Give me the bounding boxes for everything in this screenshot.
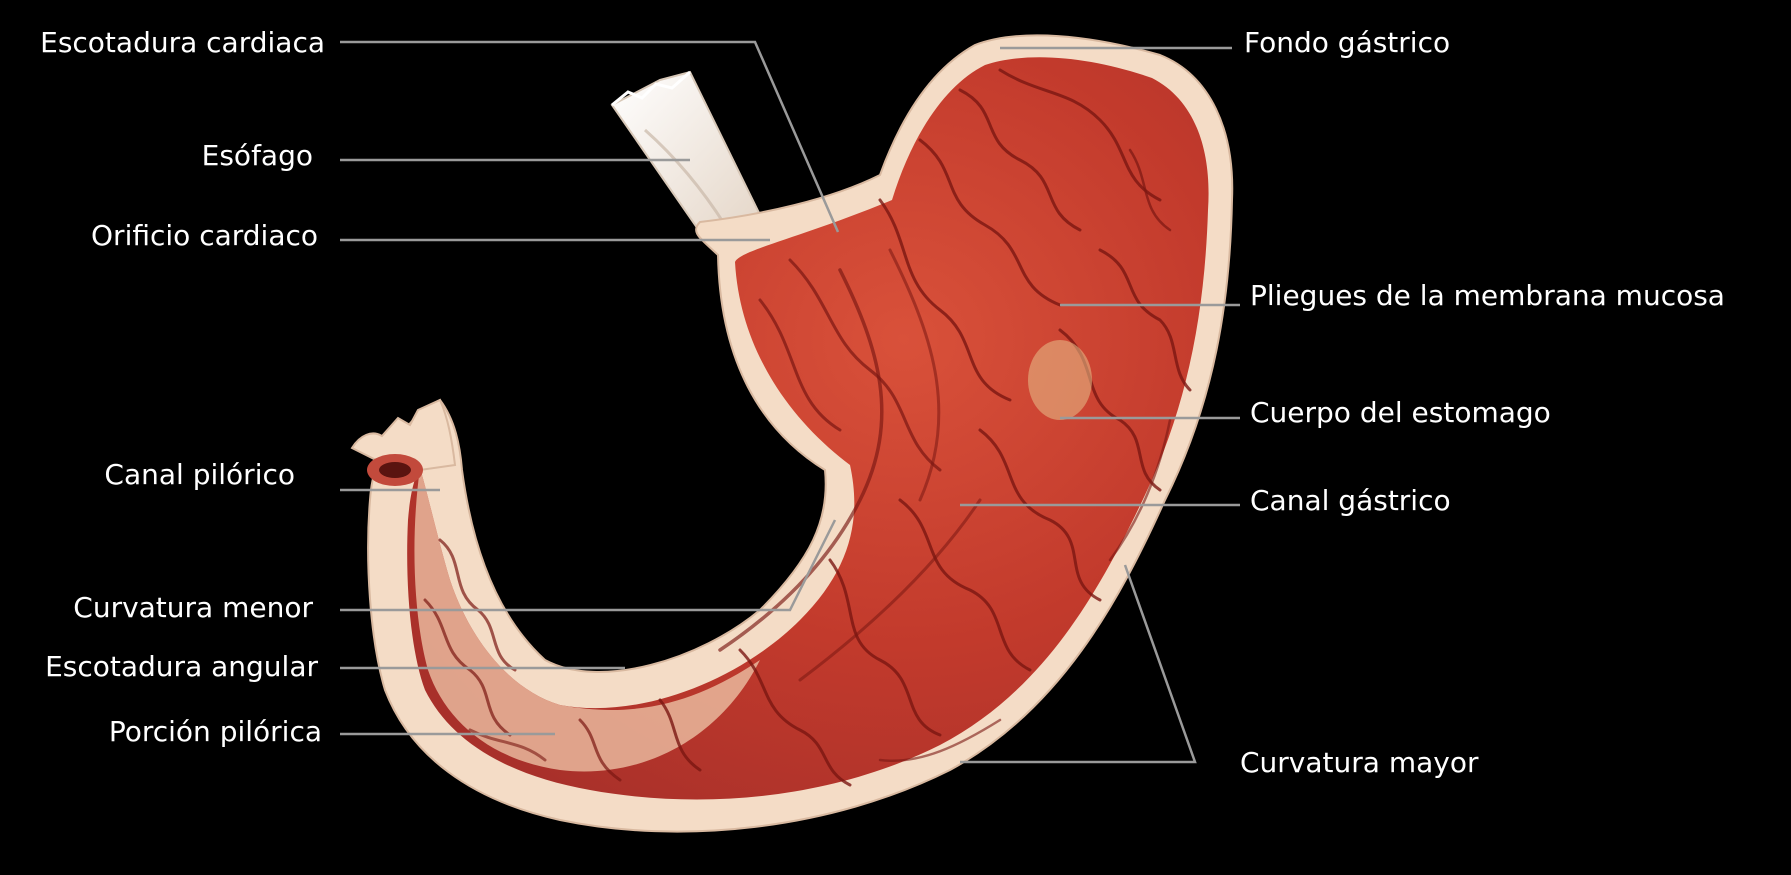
label-pliegues-mucosa: Pliegues de la membrana mucosa: [1250, 279, 1725, 312]
label-canal-pilorico: Canal pilórico: [104, 458, 295, 491]
label-cuerpo-estomago: Cuerpo del estomago: [1250, 396, 1551, 429]
label-porcion-pilorica: Porción pilórica: [109, 715, 322, 748]
label-curvatura-menor: Curvatura menor: [73, 591, 313, 624]
label-fondo-gastrico: Fondo gástrico: [1244, 26, 1450, 59]
label-escotadura-cardiaca: Escotadura cardiaca: [40, 26, 325, 59]
label-esofago: Esófago: [202, 139, 313, 172]
label-curvatura-mayor: Curvatura mayor: [1240, 746, 1479, 779]
label-escotadura-angular: Escotadura angular: [45, 650, 318, 683]
label-orificio-cardiaco: Orificio cardiaco: [91, 219, 318, 252]
label-canal-gastrico: Canal gástrico: [1250, 484, 1451, 517]
mucosa-highlight: [1028, 340, 1092, 420]
